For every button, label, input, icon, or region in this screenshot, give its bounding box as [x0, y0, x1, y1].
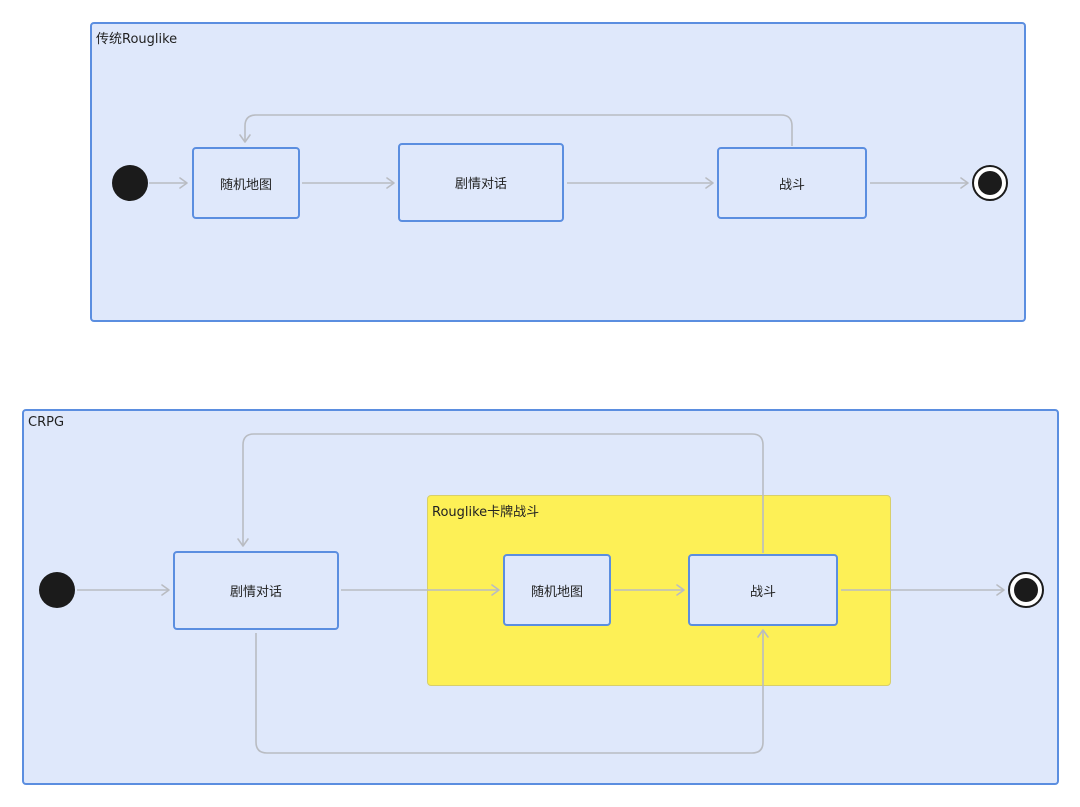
- diagram-title: CRPG: [28, 415, 65, 430]
- state-label: 战斗: [778, 177, 805, 193]
- state-label: 战斗: [749, 584, 776, 600]
- state-label: 剧情对话: [229, 585, 282, 600]
- final-node: [972, 165, 1008, 201]
- state-label: 剧情对话: [454, 177, 507, 192]
- diagram-title: 传统Rouglike: [96, 32, 178, 47]
- composite-state-title: Rouglike卡牌战斗: [432, 505, 540, 520]
- initial-node: [112, 165, 148, 201]
- state-random-map[interactable]: 随机地图: [503, 554, 611, 626]
- state-battle[interactable]: 战斗: [717, 147, 867, 219]
- state-label: 随机地图: [219, 177, 272, 193]
- initial-node: [39, 572, 75, 608]
- state-label: 随机地图: [530, 584, 583, 600]
- final-node: [1008, 572, 1044, 608]
- state-story-dialogue[interactable]: 剧情对话: [398, 143, 564, 222]
- state-random-map[interactable]: 随机地图: [192, 147, 300, 219]
- state-story-dialogue[interactable]: 剧情对话: [173, 551, 339, 630]
- state-battle[interactable]: 战斗: [688, 554, 838, 626]
